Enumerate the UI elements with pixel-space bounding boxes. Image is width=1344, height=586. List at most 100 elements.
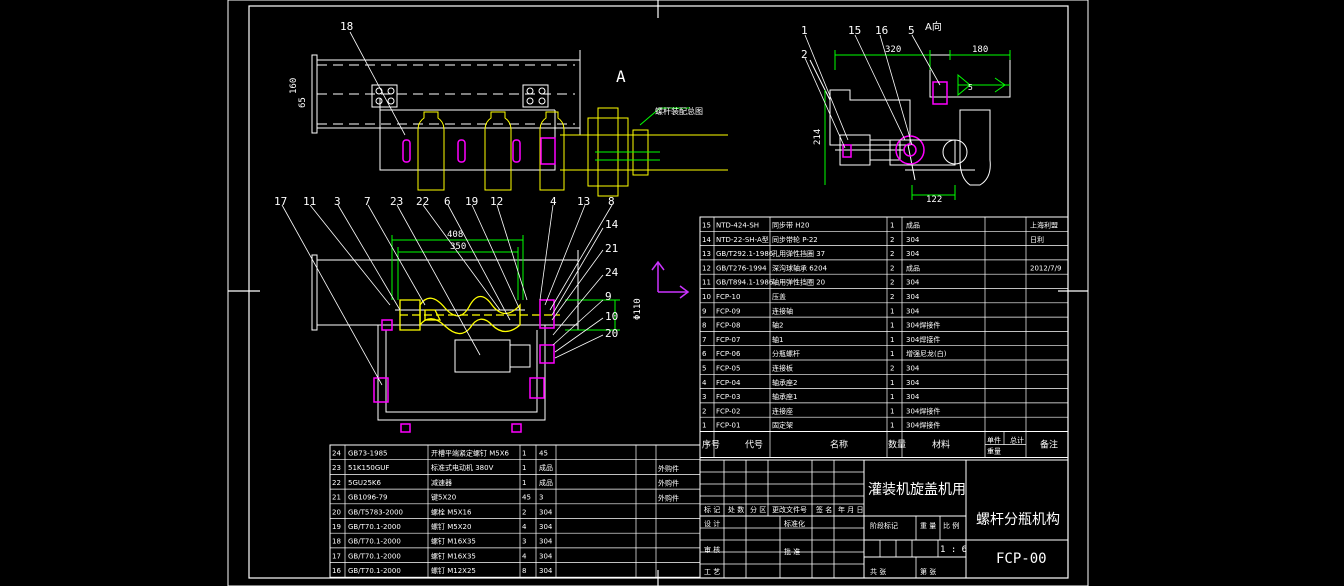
section-view <box>281 31 690 433</box>
bom-upper-cell: 连接座 <box>772 406 793 415</box>
bom-upper-cell: 11 <box>702 279 711 287</box>
bom-lower-cell: GB1096-79 <box>348 494 387 502</box>
bom-lower-cell: 8 <box>522 567 526 575</box>
bom-upper-cell: 1 <box>890 307 894 315</box>
bom-upper-cell: 13 <box>702 250 711 258</box>
bom-upper-cell: 1 <box>702 422 706 430</box>
balloon-9: 9 <box>605 290 612 303</box>
dim-160: 160 <box>289 78 299 94</box>
bom-upper-cell: 1 <box>890 336 894 344</box>
bom-lower-cell: 45 <box>522 494 531 502</box>
bom-upper-cell: 9 <box>702 307 706 315</box>
scale-value: 1 : 6 <box>940 545 967 555</box>
sheets-total: 共 张 <box>870 567 886 576</box>
bom-lower-cell: 304 <box>539 523 553 531</box>
role-review: 审 核 <box>704 545 720 554</box>
balloon-4: 4 <box>550 195 557 208</box>
bom-lower-purchased: 外购件 <box>658 493 679 502</box>
balloon-2: 2 <box>801 48 808 61</box>
bom-lower-cell: 3 <box>539 494 543 502</box>
bom-upper-cell: 轴用弹性挡圈 20 <box>772 278 825 287</box>
balloon-10: 10 <box>605 310 618 323</box>
bom-lower-cell: 成品 <box>539 478 553 487</box>
bom-upper-header-cell: 序号 <box>702 439 720 451</box>
dim-408: 408 <box>447 230 463 240</box>
bom-upper-cell: 304 <box>906 293 920 301</box>
title-block-row-labels-sign: 签 名 <box>816 505 832 514</box>
bom-lower-cell: 标准式电动机 380V <box>431 463 494 472</box>
annotation-text: 螺杆装配总图 <box>655 106 703 116</box>
stage-mark: 阶段标记 <box>870 521 898 530</box>
balloon-20: 20 <box>605 327 618 340</box>
dim-320: 320 <box>885 45 901 55</box>
bom-upper-header-cell: 备注 <box>1040 439 1058 451</box>
bom-lower-purchased: 外购件 <box>658 479 679 488</box>
bom-upper-cell: 12 <box>702 264 711 272</box>
bom-upper-cell: 同步带轮 P-22 <box>772 235 818 244</box>
role-standard: 标准化 <box>784 519 805 528</box>
part-balloons: 18 17 11 3 7 23 22 6 19 12 4 13 8 14 21 … <box>274 20 915 340</box>
bom-lower-cell: 成品 <box>539 463 553 472</box>
bom-lower-cell: 5GU25K6 <box>348 479 381 487</box>
bom-lower-cell: 17 <box>332 552 341 560</box>
bom-upper-cell: 6 <box>702 350 707 358</box>
bom-upper-cell: 14 <box>702 236 711 244</box>
bom-lower-cell: 螺栓 M5X16 <box>431 507 472 516</box>
bom-lower-cell: 304 <box>539 567 553 575</box>
title-block-row-labels-mark: 标 记 <box>704 505 720 514</box>
bom-lower-cell: GB/T5783-2000 <box>348 508 403 516</box>
balloon-18: 18 <box>340 20 353 33</box>
balloon-7: 7 <box>364 195 371 208</box>
bom-upper-header-cell: 名称 <box>830 439 848 451</box>
bom-lower-cell: 键5X20 <box>431 493 456 502</box>
bom-lower-cell: 4 <box>522 552 527 560</box>
balloon-16: 16 <box>875 24 888 37</box>
dim-5: 5 <box>968 83 973 92</box>
subtitle: 螺杆分瓶机构 <box>976 512 1060 528</box>
bom-upper-cell: 304焊接件 <box>906 321 940 330</box>
bom-upper-cell: 2 <box>890 365 894 373</box>
bom-upper-cell: 2012/7/9 <box>1030 264 1061 272</box>
bom-lower-cell: 51K150GUF <box>348 464 389 472</box>
balloon-17: 17 <box>274 195 287 208</box>
balloon-8: 8 <box>608 195 615 208</box>
bom-upper-cell: 304焊接件 <box>906 406 940 415</box>
bom-lower-cell: 开槽平端紧定螺钉 M5X6 <box>431 449 510 458</box>
bom-upper-cell: 轴1 <box>772 335 783 344</box>
side-view <box>804 34 1011 200</box>
balloon-21: 21 <box>605 242 618 255</box>
role-process: 工 艺 <box>704 568 720 576</box>
bom-upper-cell: 3 <box>702 393 706 401</box>
balloon-11: 11 <box>303 195 316 208</box>
bom-upper-cell: 2 <box>890 236 894 244</box>
weight-label: 重 量 <box>920 522 936 530</box>
bom-upper-cell: GB/T894.1-1986 <box>716 279 774 287</box>
bom-upper-cell: 同步带 H20 <box>772 222 809 230</box>
bom-upper-cell: 304焊接件 <box>906 335 940 344</box>
bom-lower-cell: 螺钉 M16X35 <box>431 537 476 546</box>
bom-upper-cell: 1 <box>890 422 894 430</box>
bom-upper-cell: FCP-06 <box>716 350 741 358</box>
role-design: 设 计 <box>704 519 720 528</box>
balloon-5: 5 <box>908 24 915 37</box>
bom-upper-cell: 7 <box>702 336 706 344</box>
bom-lower-cell: 螺钉 M12X25 <box>431 566 476 575</box>
bom-upper-cell: 日利 <box>1030 235 1044 244</box>
bom-upper-cell: FCP-03 <box>716 393 740 401</box>
title-block-row-labels-count: 处 数 <box>728 505 744 514</box>
bom-upper-cell: 分瓶螺杆 <box>772 349 800 358</box>
bom-upper-cell: 10 <box>702 293 711 301</box>
bom-upper-cell: 1 <box>890 222 894 230</box>
dim-350: 350 <box>450 242 466 252</box>
dim-110: Φ110 <box>633 298 643 320</box>
title-block-row-labels-doc: 更改文件号 <box>772 505 807 514</box>
bom-lower-cell: 45 <box>539 450 548 458</box>
balloon-3: 3 <box>334 195 341 208</box>
bom-upper-cell: 轴2 <box>772 321 783 330</box>
bom-upper-cell: 2 <box>890 250 894 258</box>
bom-upper-header-cell: 数量 <box>888 439 906 451</box>
bom-lower-cell: 22 <box>332 479 341 487</box>
